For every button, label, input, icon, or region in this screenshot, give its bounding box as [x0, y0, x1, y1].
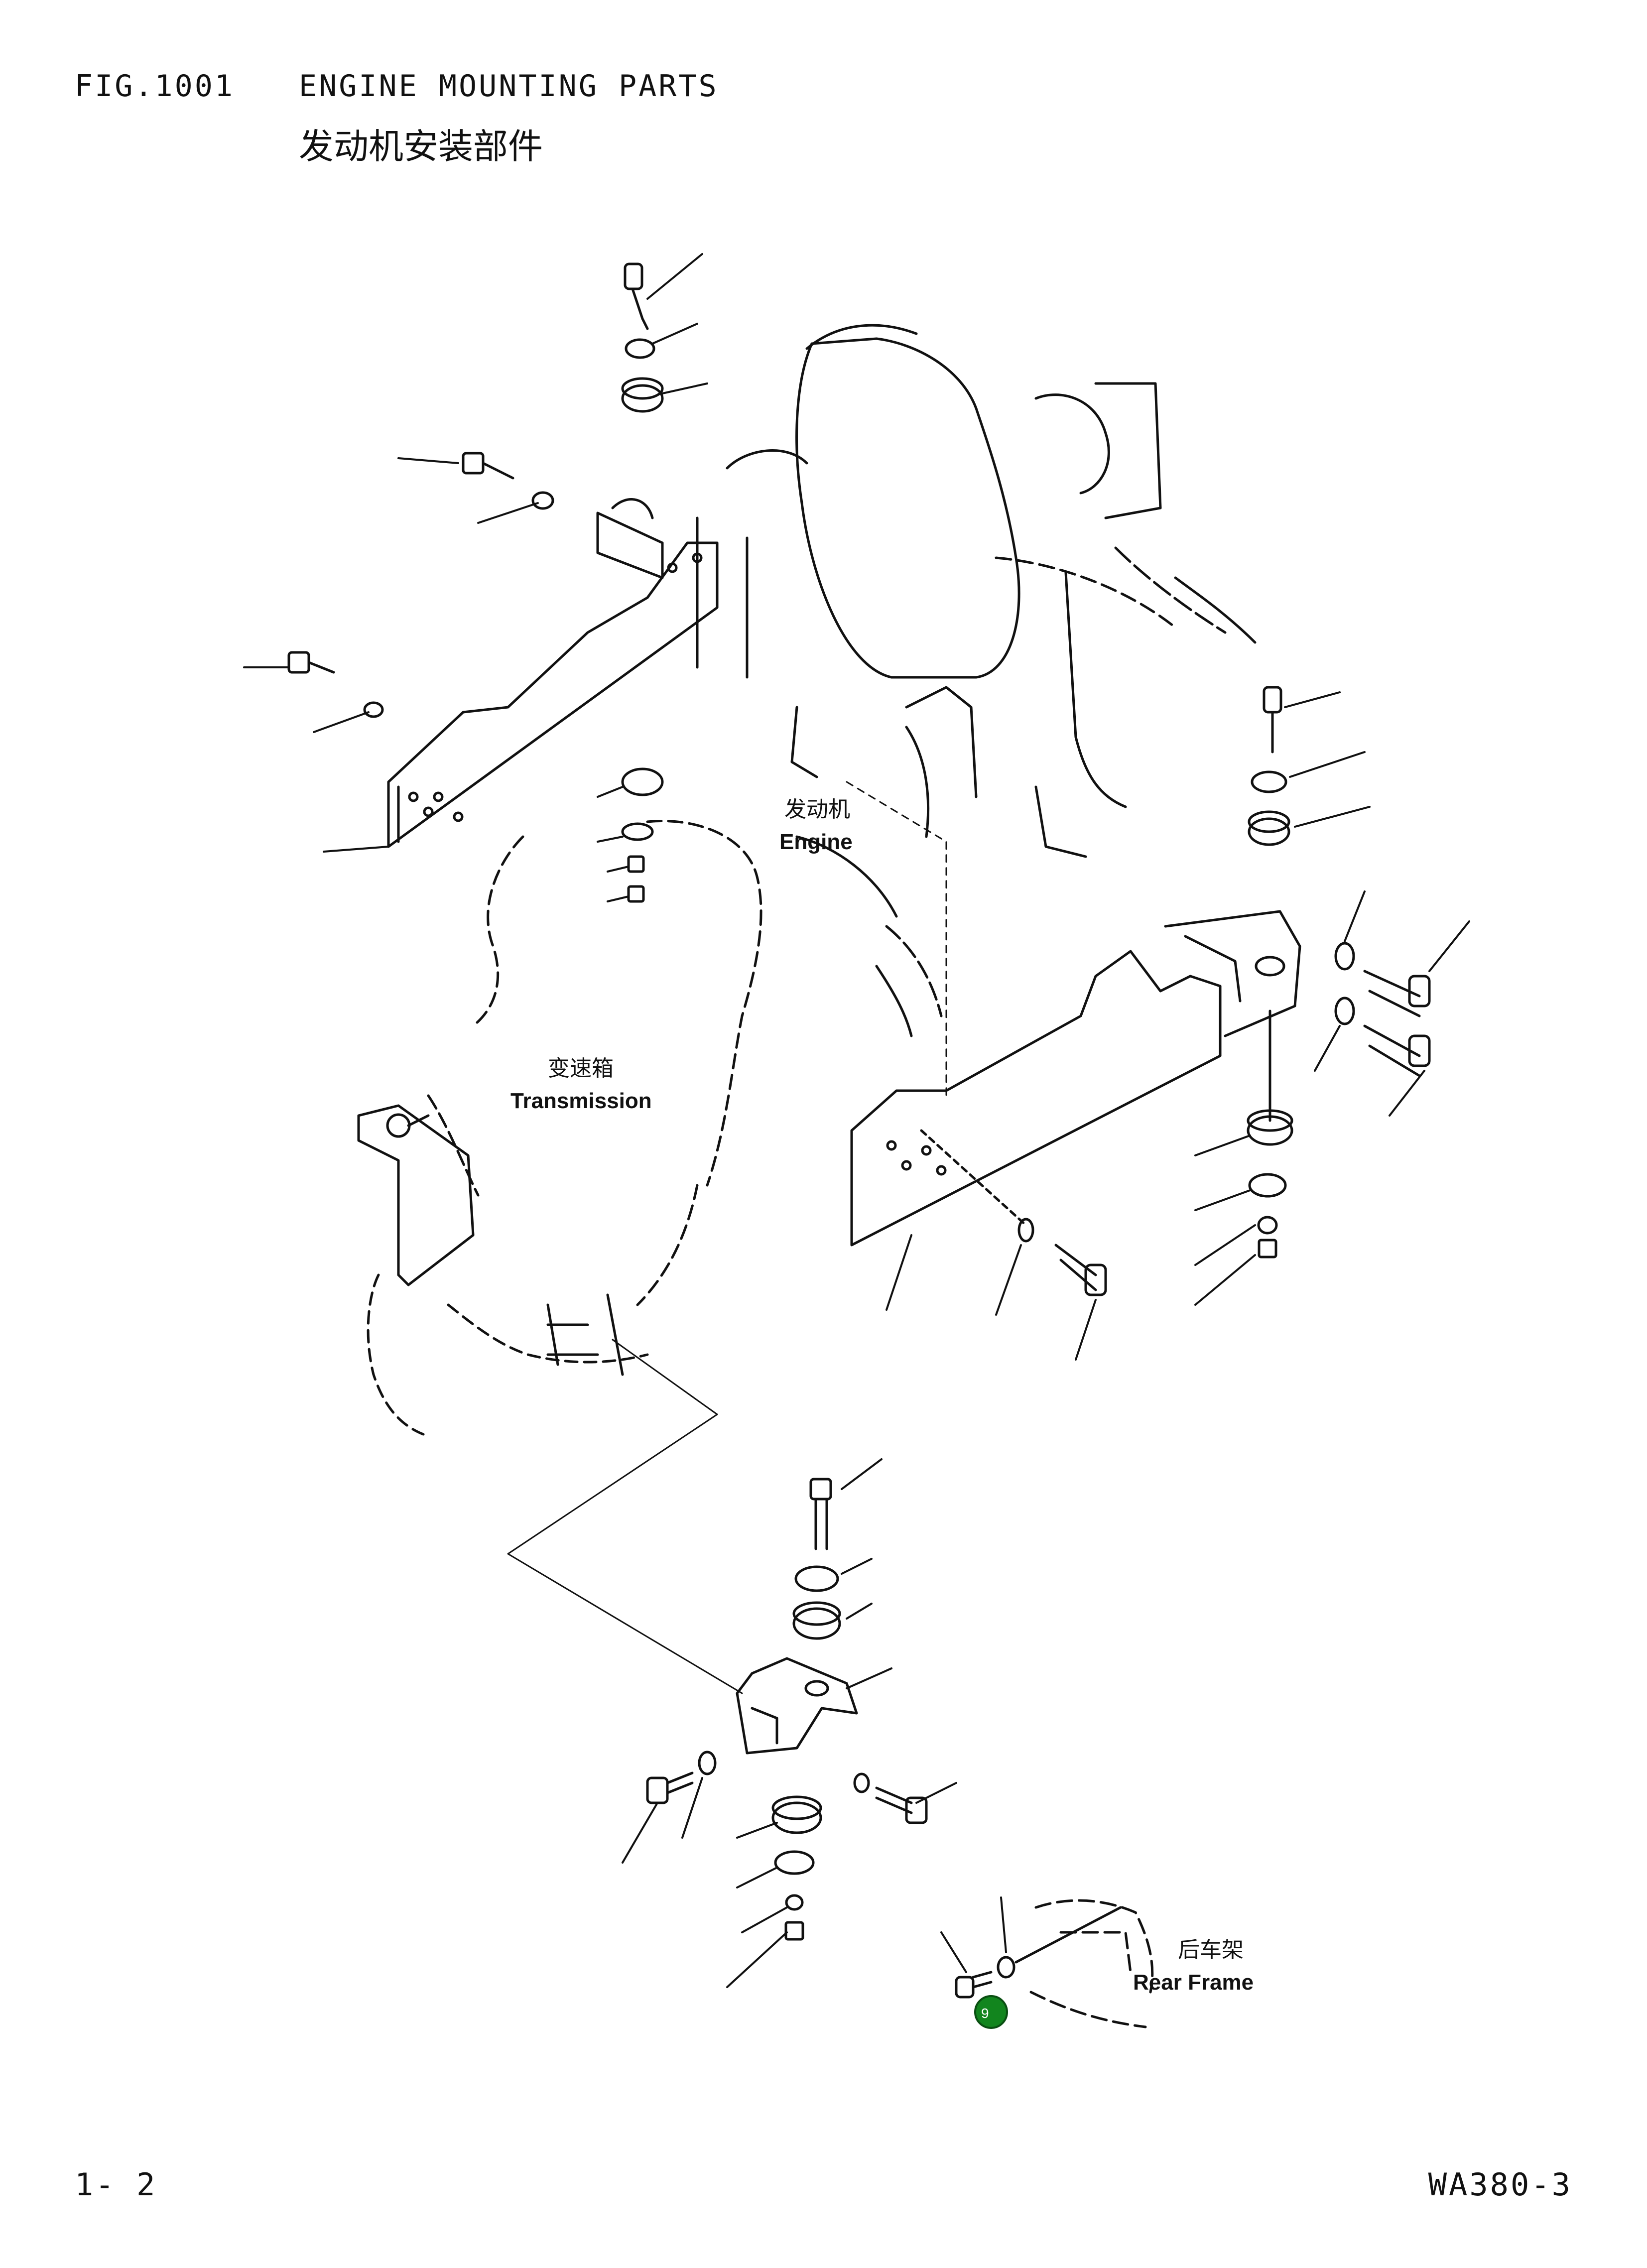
rear-frame	[1029, 1899, 1154, 2028]
transmission-label-en: Transmission	[510, 1089, 652, 1113]
page-title-en: ENGINE MOUNTING PARTS	[299, 69, 719, 104]
assembly-guide-lines	[507, 781, 947, 1694]
transmission-label-cn: 变速箱	[548, 1056, 614, 1081]
fastener-stack-rear	[646, 1478, 1122, 1999]
footer-page-number: 1- 2	[75, 2166, 157, 2203]
transmission-bracket	[357, 1104, 475, 1286]
fastener-group-lower-right	[920, 1129, 1107, 1296]
engine-label-cn: 发动机	[784, 797, 850, 822]
rear-mount-bracket	[736, 1657, 858, 1755]
figure-number: FIG.1001	[75, 69, 235, 104]
fastener-group-left	[287, 452, 554, 718]
callout-marker[interactable]: 9	[974, 1995, 1008, 2029]
callout-number: 9	[981, 2006, 989, 2021]
leader-lines	[243, 253, 1470, 1988]
engine-label-en: Engine	[779, 830, 853, 854]
fastener-group-center	[621, 767, 664, 903]
left-engine-bracket	[387, 498, 719, 848]
fastener-stack-right	[1247, 686, 1431, 1259]
fastener-stack-top	[621, 262, 664, 413]
rear-frame-label-cn: 后车架	[1178, 1937, 1244, 1963]
rear-frame-label-en: Rear Frame	[1133, 1970, 1254, 1995]
page-title-cn: 发动机安装部件	[299, 126, 543, 167]
transmission-outline	[367, 820, 762, 1436]
right-engine-bracket	[850, 910, 1301, 1247]
footer-model: WA380-3	[1428, 2166, 1572, 2203]
engine-outline	[696, 324, 1257, 1037]
